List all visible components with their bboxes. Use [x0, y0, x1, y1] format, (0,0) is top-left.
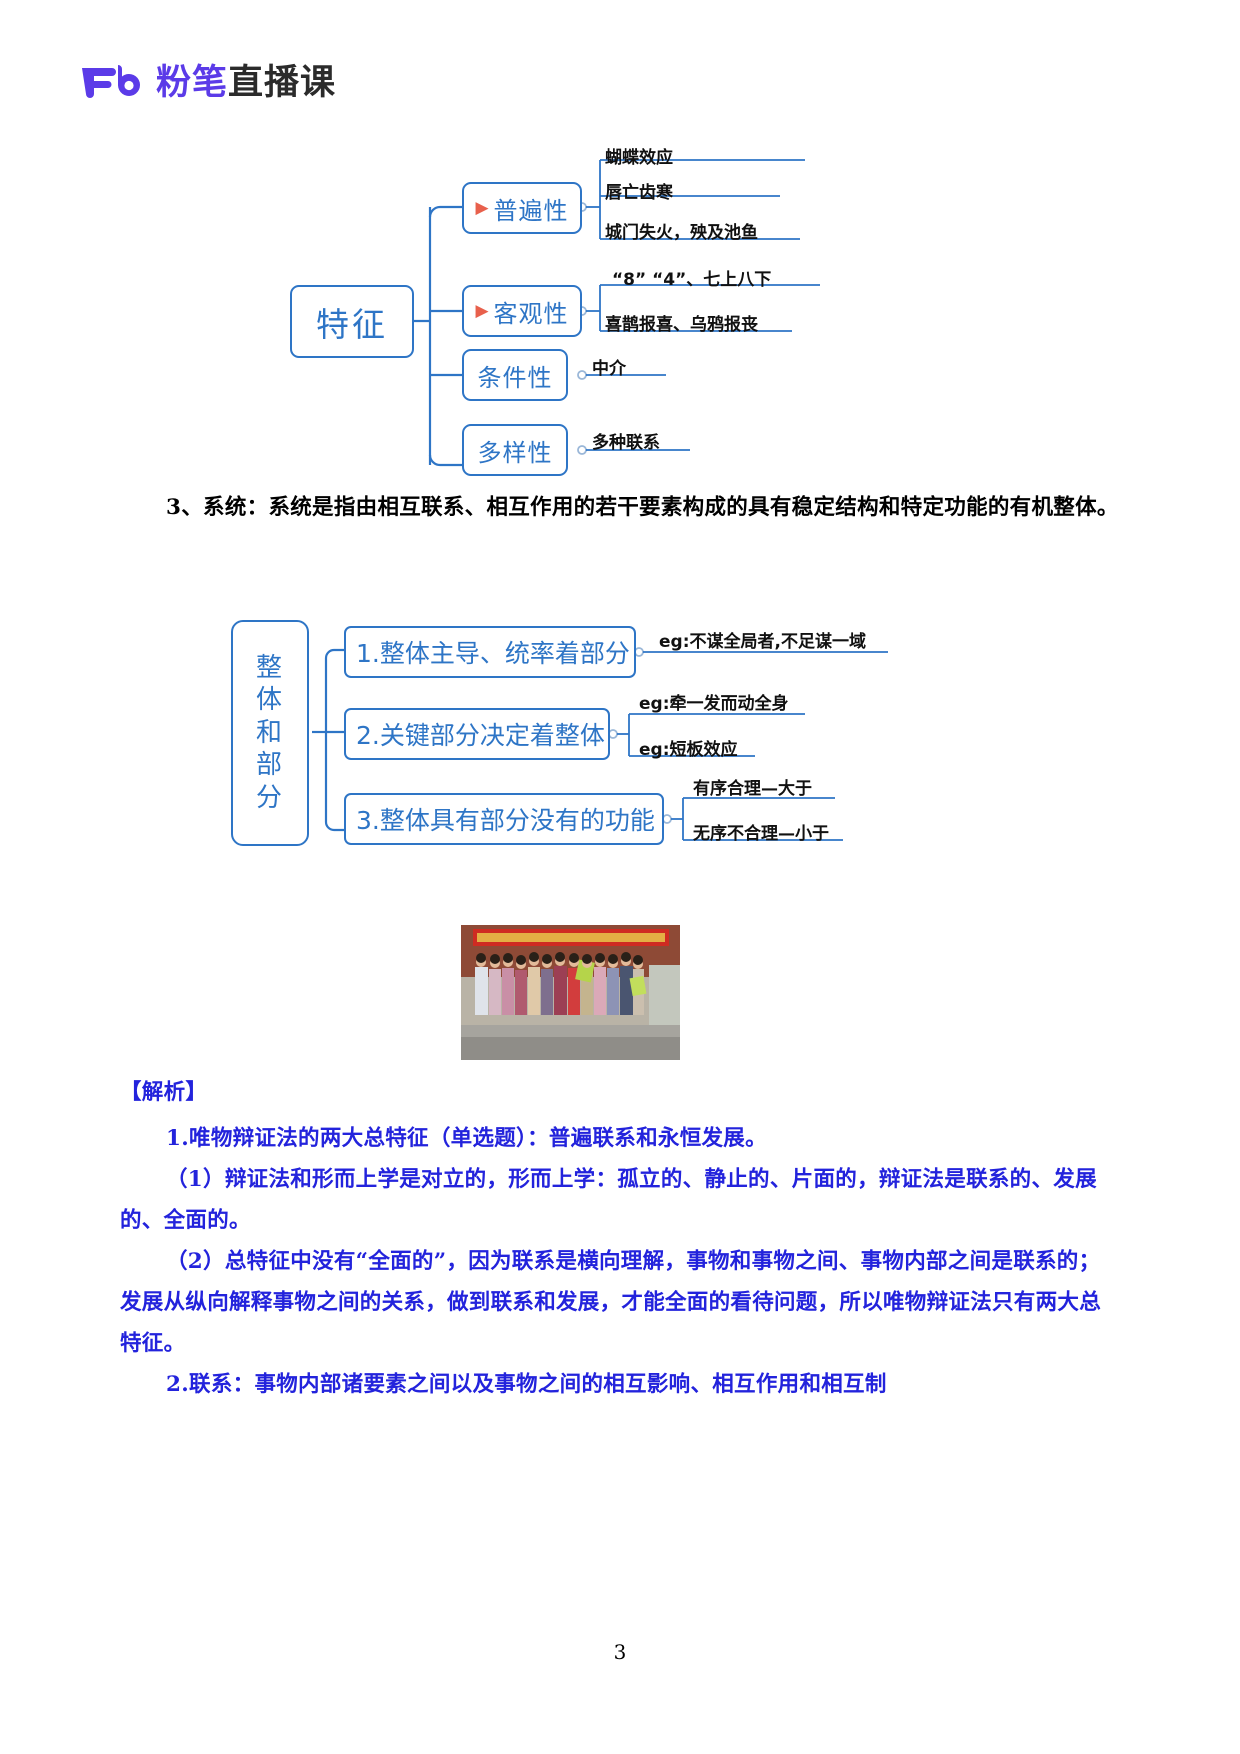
logo-brand-text: 粉笔: [156, 62, 229, 102]
mindmap-2-branch-label: 1.整体主导、统率着部分: [356, 639, 630, 668]
root-char: 和: [255, 717, 284, 748]
mindmap-2-branch-label: 3.整体具有部分没有的功能: [356, 806, 655, 835]
mindmap-2-leaf: 有序合理—大于: [693, 779, 812, 799]
mindmap-1-leaf: 中介: [592, 359, 626, 379]
analysis-heading: 【解析】: [120, 1080, 208, 1105]
page-header: 粉笔直播课: [78, 62, 336, 102]
root-char: 整: [255, 652, 284, 683]
analysis-item: 1.唯物辩证法的两大总特征（单选题）：普遍联系和永恒发展。: [166, 1126, 767, 1151]
page-number: 3: [613, 1640, 627, 1664]
mindmap-1-leaf: 城门失火，殃及池鱼: [605, 223, 758, 243]
mindmap-1-leaf: 喜鹊报喜、乌鸦报丧: [605, 315, 758, 335]
mindmap-1-branch-label: 多样性: [477, 438, 553, 467]
mindmap-1-leaf: 蝴蝶效应: [605, 148, 673, 168]
mindmap-2-leaf: eg:短板效应: [639, 740, 738, 760]
logo-suffix-text: 直播课: [228, 62, 337, 102]
mindmap-1-branch-universality: ▶ 普遍性: [462, 182, 582, 234]
mindmap-1-branch-conditionality: 条件性: [462, 349, 568, 401]
mindmap-1-branch-objectivity: ▶ 客观性: [462, 285, 582, 337]
analysis-item: （2）总特征中没有“全面的”，因为联系是横向理解，事物和事物之间、事物内部之间是…: [120, 1249, 1102, 1356]
mindmap-2-leaf: 无序不合理—小于: [693, 824, 829, 844]
root-char: 分: [255, 782, 284, 813]
mindmap-2-leaf: eg:不谋全局者,不足谋一域: [659, 632, 866, 652]
analysis-item: （1）辩证法和形而上学是对立的，形而上学：孤立的、静止的、片面的，辩证法是联系的…: [120, 1167, 1097, 1233]
mindmap-2-connectors: [312, 647, 888, 841]
group-photo: [461, 925, 680, 1060]
paragraph-system: 3、系统：系统是指由相互联系、相互作用的若干要素构成的具有稳定结构和特定功能的有…: [166, 495, 1119, 520]
branch-flag-icon: ▶: [475, 197, 490, 218]
fenbi-fb-logo-icon: [78, 62, 140, 102]
mindmap-1-leaf: 唇亡齿寒: [605, 183, 673, 203]
mindmap-whole-and-parts: 整 体 和 部 分 1.整体主导、统率着部分 eg:不谋全局者,不足谋一域 2.…: [215, 610, 915, 860]
mindmap-1-branch-diversity: 多样性: [462, 424, 568, 476]
branch-flag-icon: ▶: [475, 300, 490, 321]
logo-wordmark: 粉笔直播课: [156, 65, 336, 100]
mindmap-1-branch-label: 条件性: [477, 363, 553, 392]
mindmap-1-leaf: 多种联系: [592, 433, 660, 453]
mindmap-1-root-node: 特征: [290, 285, 414, 358]
mindmap-characteristics: 特征 ▶ 普遍性 蝴蝶效应 唇亡齿寒 城门失火，殃及池鱼 ▶ 客观性 “8” “…: [280, 135, 840, 480]
mindmap-1-leaf: “8” “4”、七上八下: [612, 270, 772, 290]
mindmap-2-leaf: eg:牵一发而动全身: [639, 694, 789, 714]
analysis-item: 2.联系：事物内部诸要素之间以及事物之间的相互影响、相互作用和相互制: [166, 1372, 887, 1397]
root-char: 体: [255, 685, 284, 716]
mindmap-1-root-label: 特征: [316, 304, 388, 344]
mindmap-1-connectors: [413, 159, 820, 467]
mindmap-2-root-node: 整 体 和 部 分: [231, 620, 309, 846]
root-char: 部: [255, 750, 284, 781]
mindmap-2-branch-key-part-determines-whole: 2.关键部分决定着整体: [344, 708, 610, 760]
mindmap-2-branch-label: 2.关键部分决定着整体: [356, 721, 605, 750]
mindmap-2-branch-whole-leads-parts: 1.整体主导、统率着部分: [344, 626, 636, 678]
mindmap-1-branch-label: 普遍性: [493, 196, 569, 225]
mindmap-2-branch-whole-has-unique-function: 3.整体具有部分没有的功能: [344, 793, 664, 845]
mindmap-1-branch-label: 客观性: [493, 299, 569, 328]
